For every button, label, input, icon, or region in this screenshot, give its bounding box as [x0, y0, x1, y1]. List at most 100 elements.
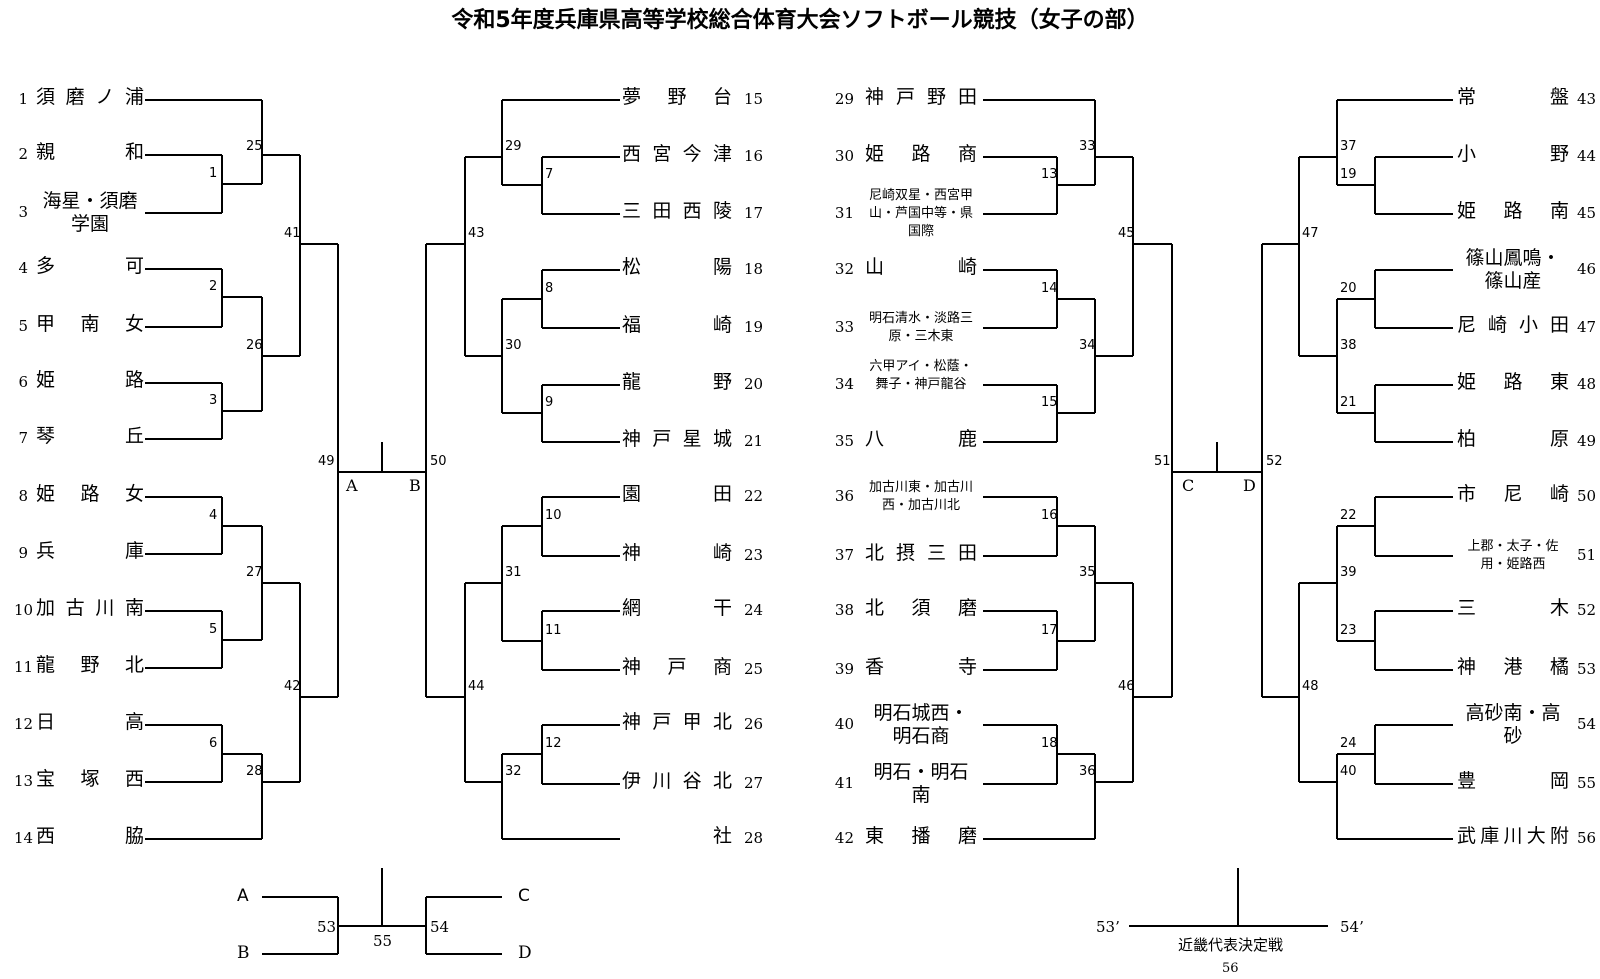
team-name: 香寺	[865, 656, 977, 678]
team-name: 親和	[36, 141, 144, 163]
match-number: 42	[284, 679, 301, 694]
match-number: 28	[246, 764, 263, 779]
team-number: 18	[744, 260, 764, 278]
team-number: 7	[18, 429, 28, 447]
team-name: 松陽	[622, 256, 732, 278]
team-number: 39	[834, 660, 854, 678]
match-number: 46	[1118, 679, 1135, 694]
team-name: 市尼崎	[1457, 483, 1569, 505]
team-number: 53	[1577, 660, 1597, 678]
match-number: 35	[1079, 565, 1096, 580]
team-number: 20	[744, 375, 764, 393]
kinki-title: 近畿代表決定戦	[1178, 936, 1284, 954]
match-number: 22	[1340, 508, 1357, 523]
match-number: 5	[209, 622, 218, 637]
match-number: 2	[209, 279, 218, 294]
match-number: 47	[1302, 226, 1319, 241]
match-number: 8	[545, 281, 554, 296]
kinki-right-label: 54’	[1340, 918, 1364, 936]
team-name: 姫路女	[36, 483, 144, 505]
final-match-54: 54	[430, 918, 450, 936]
team-number: 12	[14, 715, 34, 733]
match-number: 21	[1340, 395, 1357, 410]
final-label-b: B	[237, 943, 250, 963]
team-number: 17	[744, 204, 764, 222]
team-number: 13	[14, 772, 34, 790]
match-number: 32	[505, 764, 522, 779]
final-match-55: 55	[373, 932, 393, 950]
final-label-d: D	[518, 943, 532, 963]
team-number: 48	[1577, 375, 1597, 393]
match-number: 34	[1079, 338, 1096, 353]
team-number: 54	[1577, 715, 1597, 733]
match-number: 14	[1041, 281, 1058, 296]
match-number: 6	[209, 736, 218, 751]
team-number: 43	[1577, 90, 1597, 108]
match-number: 11	[545, 623, 562, 638]
team-number: 2	[18, 145, 28, 163]
page-title: 令和5年度兵庫県高等学校総合体育大会ソフトボール競技（女子の部）	[451, 8, 1149, 33]
team-number: 31	[834, 204, 854, 222]
team-name: 福崎	[622, 314, 732, 336]
team-name: 多可	[36, 255, 144, 277]
team-name: 上郡・太子・佐用・姫路西	[1467, 539, 1559, 572]
team-number: 22	[744, 487, 764, 505]
final-label-c: C	[518, 886, 530, 906]
team-number: 46	[1577, 260, 1597, 278]
team-name: 兵庫	[36, 540, 144, 562]
match-number: 40	[1340, 764, 1357, 779]
team-name: 伊川谷北	[622, 770, 732, 792]
team-name: 神港橘	[1457, 656, 1569, 678]
team-name: 北摂三田	[865, 542, 977, 564]
team-number: 42	[834, 829, 854, 847]
team-number: 37	[834, 546, 854, 564]
team-name: 東播磨	[865, 825, 977, 847]
match-number: 27	[246, 565, 263, 580]
team-number: 51	[1577, 546, 1597, 564]
team-name: 神戸商	[622, 656, 732, 678]
team-number: 40	[834, 715, 854, 733]
match-number: 37	[1340, 139, 1357, 154]
team-name: 篠山鳳鳴・篠山産	[1465, 247, 1561, 292]
team-number: 15	[744, 90, 764, 108]
match-number: 25	[246, 139, 263, 154]
team-name: 常盤	[1457, 86, 1569, 108]
match-number: 9	[545, 395, 554, 410]
team-number: 6	[18, 373, 28, 391]
team-number: 23	[744, 546, 764, 564]
team-number: 55	[1577, 774, 1597, 792]
team-name: 尼崎小田	[1457, 314, 1569, 336]
team-number: 11	[14, 658, 34, 676]
team-number: 45	[1577, 204, 1597, 222]
match-number: 18	[1041, 736, 1058, 751]
match-number: 39	[1340, 565, 1357, 580]
match-number: 17	[1041, 623, 1058, 638]
team-name: 明石・明石南	[873, 761, 969, 806]
match-number: 51	[1154, 454, 1171, 469]
team-number: 33	[834, 318, 854, 336]
final-match-53: 53	[317, 918, 337, 936]
team-name: 園田	[622, 483, 732, 505]
team-number: 19	[744, 318, 764, 336]
team-number: 9	[18, 544, 28, 562]
match-number: 16	[1041, 508, 1058, 523]
match-number: 50	[430, 454, 447, 469]
block-label-d: D	[1243, 476, 1256, 495]
match-number: 48	[1302, 679, 1319, 694]
team-number: 25	[744, 660, 764, 678]
team-name: 神戸甲北	[622, 711, 732, 733]
team-number: 5	[18, 317, 28, 335]
team-name: 山崎	[865, 256, 977, 278]
team-name: 神崎	[622, 542, 732, 564]
match-number: 43	[468, 226, 485, 241]
team-number: 8	[18, 487, 28, 505]
team-number: 56	[1577, 829, 1597, 847]
match-number: 38	[1340, 338, 1357, 353]
team-name: 六甲アイ・松蔭・舞子・神戸龍谷	[869, 359, 973, 392]
match-number: 23	[1340, 623, 1357, 638]
team-number: 36	[834, 487, 854, 505]
team-name: 豊岡	[1457, 770, 1569, 792]
match-number: 26	[246, 338, 263, 353]
team-number: 10	[14, 601, 34, 619]
